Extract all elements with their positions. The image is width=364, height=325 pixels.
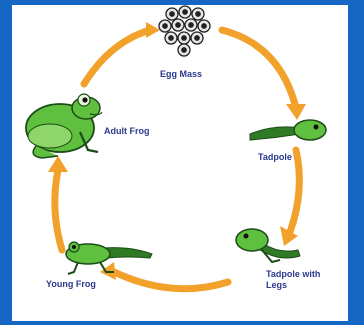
arrow-young-frog-to-adult-frog — [51, 166, 66, 254]
diagram-panel — [12, 5, 348, 321]
arrow-adult-frog-to-egg — [80, 26, 154, 88]
label-young-frog: Young Frog — [46, 279, 96, 289]
arrowhead-tadpole-legs — [280, 226, 298, 246]
arrow-tadpole-legs-to-young-frog — [106, 266, 232, 293]
label-tadpole: Tadpole — [258, 152, 292, 162]
adult-frog-illustration — [25, 93, 103, 159]
young-frog-illustration — [65, 241, 153, 275]
tadpole-illustration — [249, 119, 327, 141]
label-adult-frog: Adult Frog — [104, 126, 150, 136]
arrowhead-adult-frog — [48, 156, 68, 172]
arrowhead-egg-mass — [146, 22, 160, 38]
label-tadpole-with-legs: Tadpole with Legs — [266, 269, 321, 290]
arrow-egg-to-tadpole — [218, 26, 300, 112]
label-egg-mass: Egg Mass — [160, 69, 203, 79]
cycle-arrows — [51, 26, 303, 293]
egg-mass-illustration — [158, 5, 211, 57]
arrowhead-tadpole — [286, 104, 306, 120]
tadpole-with-legs-illustration — [235, 228, 301, 264]
arrow-tadpole-to-tadpole-legs — [286, 146, 303, 236]
